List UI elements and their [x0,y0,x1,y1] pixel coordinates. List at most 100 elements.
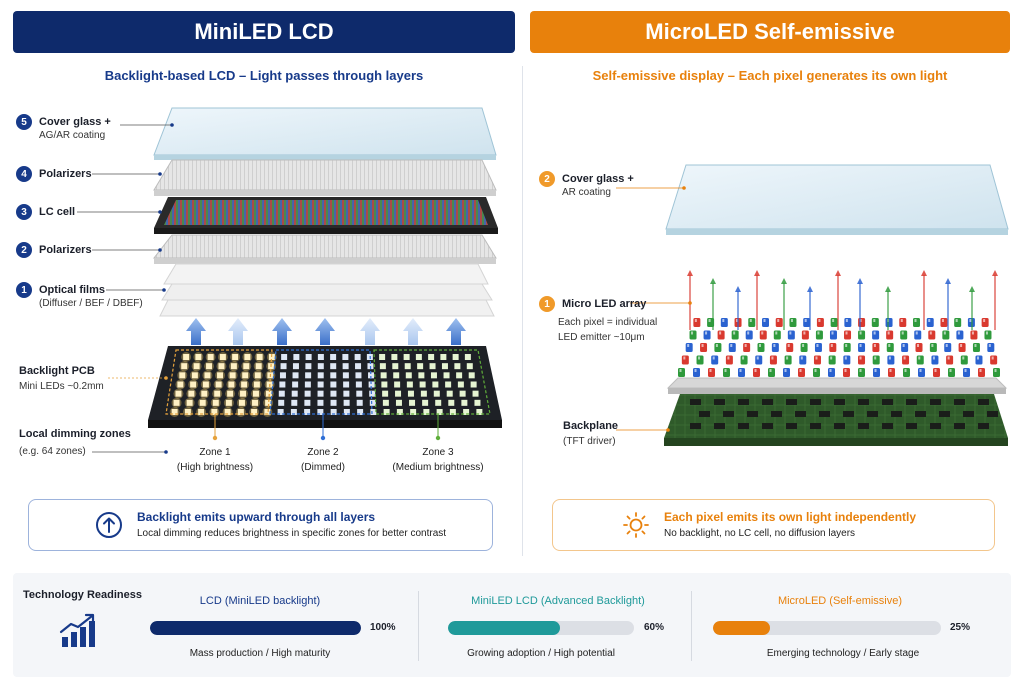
mini-led [203,382,209,388]
readiness-percent: 60% [644,622,664,633]
microled-callout-title: Each pixel emits its own light independe… [664,509,916,526]
mini-led [469,372,475,378]
backlight-pcb-sub: Mini LEDs ~0.2mm [19,381,104,392]
micro-led-array-name: Micro LED array [562,298,646,310]
mini-led [318,382,324,388]
mini-led [357,400,363,406]
tft-driver-chip [747,411,758,417]
mini-led [435,400,441,406]
mini-led [305,391,311,397]
mini-led [458,382,464,388]
zone-3-desc: (Medium brightness) [383,460,493,475]
mini-led [343,372,349,378]
micro-led-array-sub-1: Each pixel = individual [558,317,657,328]
mini-led [440,354,446,360]
mini-led [381,382,387,388]
layer-number-3: 3 [16,204,32,220]
mini-led [381,372,387,378]
mini-led [241,382,247,388]
layer-name-cover-glass: Cover glass + [39,116,111,128]
readiness-item-microled: MicroLED (Self-emissive) 25% Emerging te… [713,573,983,677]
arrow-up-circle-icon [95,511,123,539]
mini-led [420,382,426,388]
mini-led [183,354,189,360]
tft-driver-chip [843,411,854,417]
mini-led [355,363,361,369]
micro-led-array-sub-2: LED emitter ~10μm [558,332,645,343]
readiness-name: LCD (MiniLED backlight) [150,595,370,607]
mini-led [201,391,207,397]
mini-led [434,391,440,397]
mini-led [330,354,336,360]
microled-layer-number-1: 1 [539,296,555,312]
tft-driver-chip [891,411,902,417]
mini-led [217,372,223,378]
readiness-name: MicroLED (Self-emissive) [730,595,950,607]
mini-led [330,372,336,378]
miniled-callout-text: Local dimming reduces brightness in spec… [137,526,446,541]
tft-driver-chip [858,423,869,429]
microled-cover-sub: AR coating [562,187,611,198]
mini-led [195,354,201,360]
zone-1-desc: (High brightness) [160,460,270,475]
local-dimming-label: Local dimming zones [19,428,131,440]
mini-led [179,372,185,378]
mini-led [240,391,246,397]
mini-led [216,382,222,388]
tft-driver-chip [882,399,893,405]
mini-led [379,354,385,360]
microled-cover-name: Cover glass + [562,173,634,185]
mini-led [305,382,311,388]
zone-3-label: Zone 3 (Medium brightness) [383,445,493,475]
tft-driver-chip [723,411,734,417]
mini-led [406,372,412,378]
mini-led [213,400,219,406]
miniled-callout: Backlight emits upward through all layer… [28,499,493,551]
mini-led [342,354,348,360]
tft-driver-chip [939,411,950,417]
tft-driver-chip [762,423,773,429]
tft-driver-chip [714,399,725,405]
mini-led [194,363,200,369]
tft-driver-chip [810,399,821,405]
zone-2-desc: (Dimmed) [268,460,378,475]
mini-led [356,391,362,397]
mini-led [228,382,234,388]
tft-driver-chip [738,399,749,405]
mini-led [256,363,262,369]
mini-led [281,354,287,360]
mini-led [292,382,298,388]
mini-led [445,382,451,388]
mini-led [218,363,224,369]
readiness-percent: 25% [950,622,970,633]
zone-1-label: Zone 1 (High brightness) [160,445,270,475]
readiness-bar-track [713,621,941,635]
zone-2-label: Zone 2 (Dimmed) [268,445,378,475]
mini-led [343,363,349,369]
mini-led [432,382,438,388]
mini-led [252,400,258,406]
mini-led [254,382,260,388]
tft-driver-chip [915,411,926,417]
sun-icon [622,511,650,539]
mini-led [396,400,402,406]
mini-led [370,400,376,406]
mini-led [408,391,414,397]
tft-driver-chip [930,399,941,405]
mini-led [416,354,422,360]
mini-led [204,372,210,378]
mini-led [393,372,399,378]
mini-led [279,382,285,388]
readiness-bar-track [448,621,634,635]
backlight-pcb-label: Backlight PCB [19,365,95,377]
tft-driver-chip [690,423,701,429]
technology-readiness-panel: Technology Readiness LCD (MiniLED backli… [13,573,1011,677]
mini-led [255,372,261,378]
mini-led [330,382,336,388]
layer-sub-cover-glass: AG/AR coating [39,130,105,141]
mini-led [305,363,311,369]
readiness-bar-fill [713,621,770,635]
mini-led [422,400,428,406]
mini-led [280,372,286,378]
layer-name-optical-films: Optical films [39,284,105,296]
